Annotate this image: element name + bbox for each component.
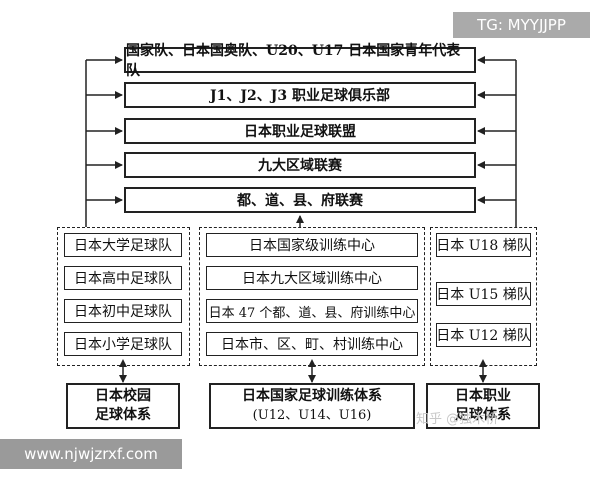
professional-system-line2: 足球体系 bbox=[455, 407, 511, 423]
national-training-system: 日本国家足球训练体系 (U12、U14、U16) bbox=[209, 383, 415, 429]
national-training-line1: 日本国家足球训练体系 bbox=[242, 388, 382, 404]
national-training-age-groups: (U12、U14、U16) bbox=[252, 408, 372, 423]
school-team-elementary: 日本小学足球队 bbox=[64, 332, 182, 356]
campus-football-system: 日本校园 足球体系 bbox=[66, 383, 180, 429]
training-center-national: 日本国家级训练中心 bbox=[206, 233, 418, 257]
left-feedback-arrow bbox=[85, 56, 123, 227]
tier-j-league-clubs: J1、J2、J3 职业足球俱乐部 bbox=[124, 82, 476, 108]
training-center-municipal: 日本市、区、町、村训练中心 bbox=[206, 332, 418, 356]
right-feedback-arrow bbox=[477, 56, 517, 227]
campus-system-line2: 足球体系 bbox=[95, 407, 151, 423]
professional-system-line1: 日本职业 bbox=[455, 388, 511, 404]
bottom-watermark-url: www.njwjzrxf.com bbox=[0, 439, 182, 469]
youth-team-u15: 日本 U15 梯队 bbox=[436, 282, 531, 306]
tier-prefectural-leagues: 都、道、县、府联赛 bbox=[124, 187, 476, 213]
top-watermark-label: TG: MYYJJPP bbox=[453, 12, 590, 38]
tier-nine-regional-leagues: 九大区域联赛 bbox=[124, 152, 476, 178]
school-team-junior-high: 日本初中足球队 bbox=[64, 299, 182, 323]
training-centers-group bbox=[199, 227, 425, 366]
school-teams-group bbox=[57, 227, 190, 366]
tier-professional-league: 日本职业足球联盟 bbox=[124, 118, 476, 144]
professional-football-system: 日本职业 足球体系 bbox=[426, 383, 540, 429]
training-center-regional: 日本九大区域训练中心 bbox=[206, 266, 418, 290]
campus-system-line1: 日本校园 bbox=[95, 388, 151, 404]
youth-teams-group bbox=[430, 227, 537, 366]
youth-team-u12: 日本 U12 梯队 bbox=[436, 323, 531, 347]
youth-team-u18: 日本 U18 梯队 bbox=[436, 233, 531, 257]
school-team-high-school: 日本高中足球队 bbox=[64, 266, 182, 290]
school-team-university: 日本大学足球队 bbox=[64, 233, 182, 257]
tier-national-teams: 国家队、日本国奥队、U20、U17 日本国家青年代表队 bbox=[124, 43, 476, 79]
faint-watermark: 知乎 @独木桥 bbox=[416, 412, 499, 427]
training-center-prefectural: 日本 47 个都、道、县、府训练中心 bbox=[206, 299, 418, 323]
